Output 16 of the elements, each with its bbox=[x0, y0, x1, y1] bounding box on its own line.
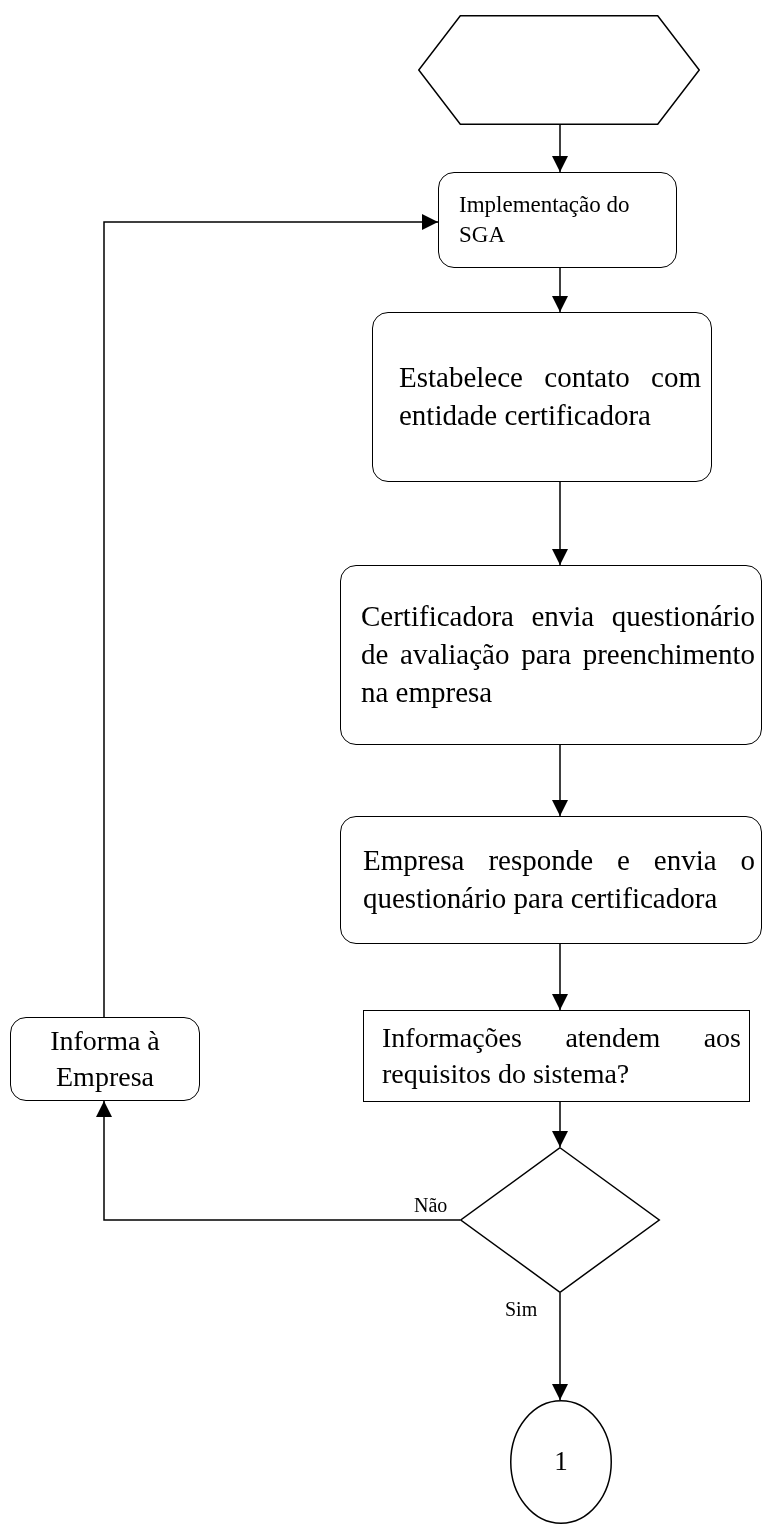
arrow bbox=[103, 214, 439, 1018]
arrow bbox=[552, 744, 568, 817]
arrow bbox=[552, 1101, 568, 1148]
connector-circle: 1 bbox=[510, 1400, 612, 1524]
arrow bbox=[552, 267, 568, 313]
arrow bbox=[552, 1292, 568, 1401]
arrow bbox=[96, 1100, 461, 1221]
process-box: Informações atendem aos requisitos do sistema? bbox=[363, 1010, 750, 1102]
process-box: Empresa responde e envia o questionário para certificadora bbox=[340, 816, 762, 944]
arrow bbox=[552, 124, 568, 173]
process-box: Certificadora envia questionário de avaliação para preenchimento na empresa bbox=[340, 565, 762, 745]
process-box: Estabelece contato com entidade certificadora bbox=[372, 312, 712, 482]
process-box: Implementação do SGA bbox=[438, 172, 677, 268]
process-box: Informa à Empresa bbox=[10, 1017, 200, 1101]
arrow bbox=[552, 481, 568, 566]
arrow bbox=[552, 943, 568, 1011]
